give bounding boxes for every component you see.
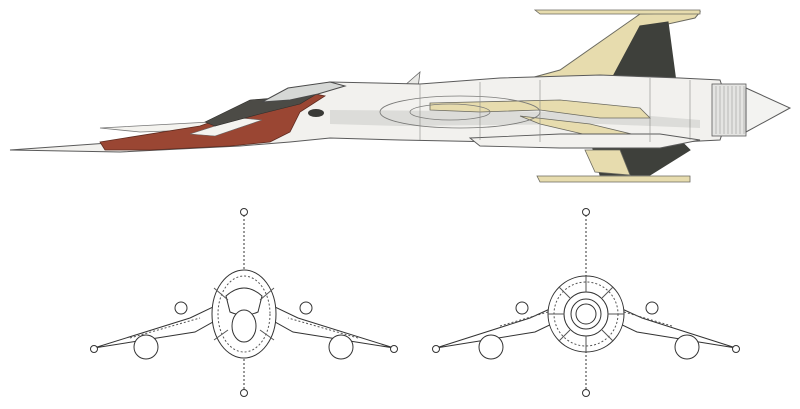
hull-oval-inner [409, 103, 491, 121]
side-view-spacecraft [9, 9, 792, 183]
side-intake [308, 109, 324, 117]
rear-view-lineart [432, 208, 740, 397]
bottom-fin-tip [536, 175, 691, 183]
lower-engine-pod [468, 133, 701, 149]
top-fin-tip [533, 9, 701, 15]
bottom-fin-tan [584, 149, 631, 176]
panel-lines [419, 78, 691, 142]
tail-cone [745, 87, 792, 133]
front-view-lineart [90, 208, 398, 397]
cockpit-canopy [261, 81, 347, 103]
engine-nozzle [711, 83, 747, 137]
